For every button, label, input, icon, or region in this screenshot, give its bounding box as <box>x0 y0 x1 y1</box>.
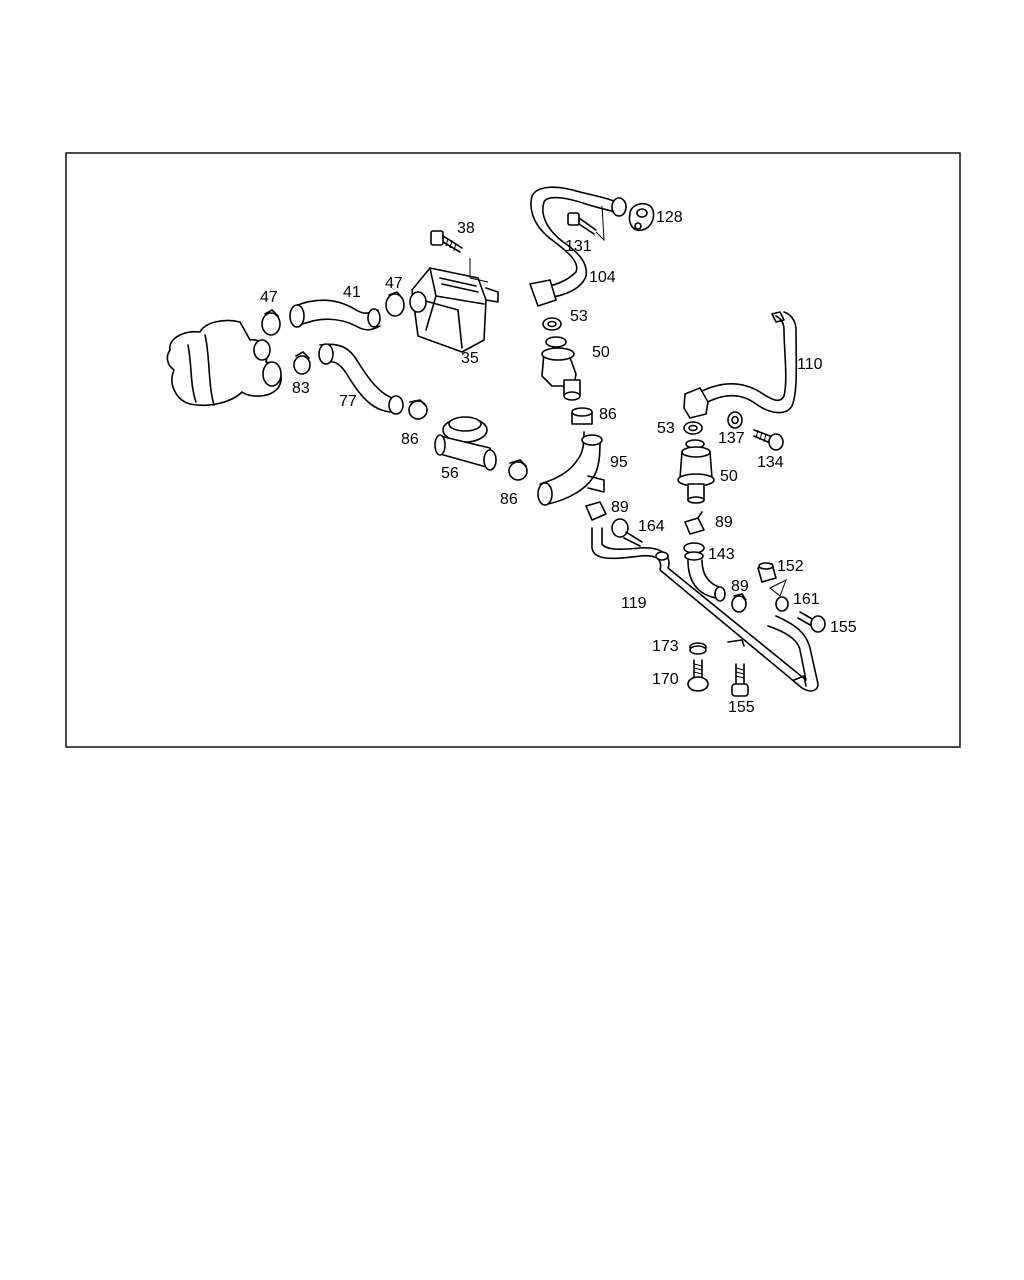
clamp-89-b <box>684 511 705 535</box>
clamp-83 <box>293 351 311 375</box>
washer-161 <box>775 596 789 612</box>
label-95: 95 <box>610 454 628 471</box>
bolt-131 <box>567 205 605 242</box>
valve-56 <box>434 416 497 471</box>
hose-41 <box>289 299 381 331</box>
label-50-right: 50 <box>720 468 738 485</box>
clamp-86-c <box>571 407 593 425</box>
washer-173 <box>689 642 707 655</box>
label-173: 173 <box>652 638 679 655</box>
part-number-labels: 38 128 131 104 47 41 47 53 35 50 110 83 … <box>260 209 857 716</box>
label-50-top: 50 <box>592 344 610 361</box>
pipe-104 <box>529 186 627 307</box>
label-89-lower: 89 <box>731 578 749 595</box>
washer-137 <box>727 411 743 429</box>
label-56: 56 <box>441 465 459 482</box>
clamp-47-left <box>261 309 281 336</box>
clamp-89-a <box>585 501 607 521</box>
bolt-155-b <box>731 663 749 697</box>
label-77: 77 <box>339 393 357 410</box>
washer-53-b <box>683 421 703 435</box>
pipe-110 <box>683 311 798 419</box>
washer-53-a <box>542 317 562 331</box>
label-86-bottom: 86 <box>500 491 518 508</box>
label-110: 110 <box>797 356 823 373</box>
label-53-top: 53 <box>570 308 588 325</box>
label-35: 35 <box>461 350 479 367</box>
label-161: 161 <box>793 591 820 608</box>
label-83: 83 <box>292 380 310 397</box>
bolt-155-a <box>797 611 826 633</box>
label-41: 41 <box>343 284 361 301</box>
check-valve-50-b <box>677 439 715 504</box>
bolt-38 <box>430 230 463 253</box>
pipe-119 <box>591 527 819 692</box>
label-170: 170 <box>652 671 679 688</box>
clamp-86-a <box>408 399 428 420</box>
clamp-86-b <box>508 459 528 481</box>
clamp-89-c <box>731 593 747 613</box>
label-143: 143 <box>708 546 735 563</box>
bolt-164 <box>611 518 643 547</box>
bolt-134 <box>753 429 784 451</box>
label-104: 104 <box>589 269 616 286</box>
label-47-left: 47 <box>260 289 278 306</box>
label-53-right: 53 <box>657 420 675 437</box>
label-134: 134 <box>757 454 784 471</box>
label-89-left: 89 <box>611 499 629 516</box>
label-128: 128 <box>656 209 683 226</box>
label-89-right: 89 <box>715 514 733 531</box>
label-119: 119 <box>621 595 647 612</box>
hose-95 <box>537 431 605 506</box>
label-86-left: 86 <box>401 431 419 448</box>
label-131: 131 <box>565 238 592 255</box>
clamp-47-right <box>385 291 405 317</box>
label-155-right: 155 <box>830 619 857 636</box>
valve-housing-35 <box>409 258 499 353</box>
bolt-170 <box>687 659 709 692</box>
hose-143 <box>683 542 726 602</box>
diagram-border <box>65 152 961 748</box>
label-137: 137 <box>718 430 745 447</box>
gasket-128 <box>628 202 655 232</box>
check-valve-50-a <box>541 336 581 401</box>
label-155-bottom: 155 <box>728 699 755 716</box>
label-38: 38 <box>457 220 475 237</box>
hose-77 <box>318 343 404 415</box>
label-47-right: 47 <box>385 275 403 292</box>
label-152: 152 <box>777 558 804 575</box>
engine-housing-drawing <box>166 319 282 407</box>
label-164: 164 <box>638 518 665 535</box>
bushing-152 <box>757 562 787 597</box>
label-86-top: 86 <box>599 406 617 423</box>
